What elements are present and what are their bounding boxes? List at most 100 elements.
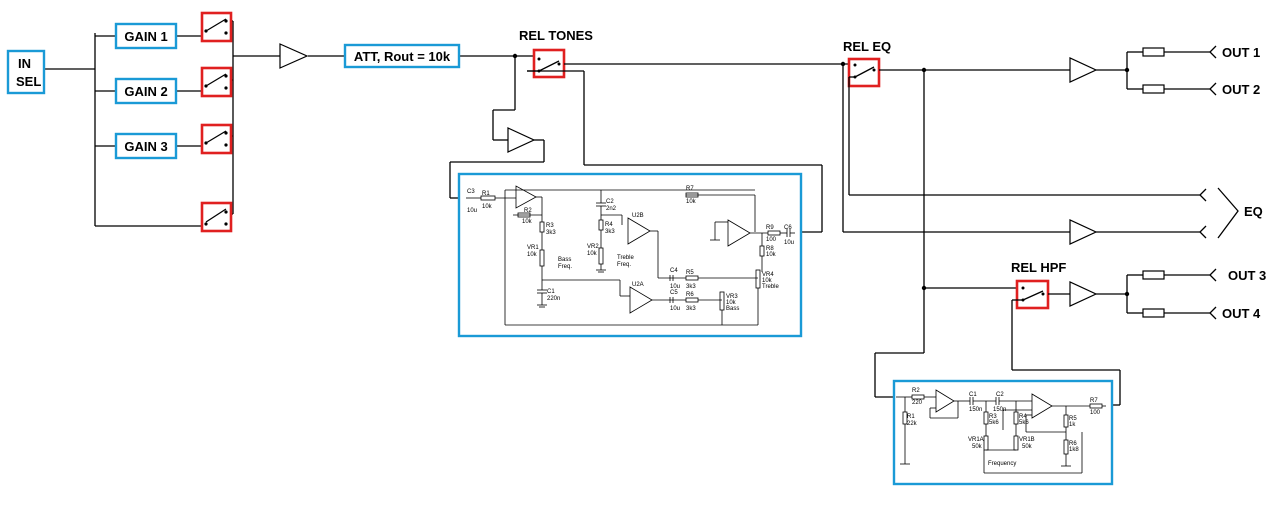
hpf-r2-value: 220 <box>912 400 923 406</box>
input-buffer-amp <box>279 43 309 69</box>
in-sel-block: IN SEL <box>6 49 46 95</box>
tone-c3: C3 <box>467 189 475 195</box>
out2-resistor <box>1142 84 1165 94</box>
tone-c5: C5 <box>670 290 678 296</box>
out12-buffer-amp <box>1069 57 1098 83</box>
hpf-r7: R7 <box>1090 398 1098 404</box>
tone-c4-value: 10u <box>670 284 680 290</box>
tone-vr3: VR3 <box>726 294 738 300</box>
tone-r1-value: 10k <box>482 204 493 210</box>
tone-r3-value: 3k3 <box>546 230 556 236</box>
out4-label: OUT 4 <box>1222 306 1261 321</box>
gain2-block: GAIN 2 <box>114 77 178 105</box>
hpf-c2-value: 150n <box>993 407 1006 413</box>
out2-connector <box>1209 82 1217 96</box>
tone-r6-value: 3k3 <box>686 306 696 312</box>
hpf-vr1b-value: 50k <box>1022 444 1033 450</box>
tone-vr2-value: 10k <box>587 251 598 257</box>
tones-relay <box>532 48 566 79</box>
tone-r7: R7 <box>686 186 694 192</box>
tone-c2-value: 2n2 <box>606 206 617 212</box>
gain1-block: GAIN 1 <box>114 22 178 50</box>
tone-r5-value: 3k3 <box>686 284 696 290</box>
tone-c5-value: 10u <box>670 306 680 312</box>
tone-r2: R2 <box>524 208 532 214</box>
wires-eq <box>842 51 1210 398</box>
hpf-c1: C1 <box>969 392 977 398</box>
hpf-relay <box>1015 279 1050 310</box>
eq-connector <box>1199 187 1239 239</box>
rel-tones-label: REL TONES <box>519 28 593 43</box>
hpf-r6-value: 1k8 <box>1069 447 1079 453</box>
hpf-r3-value: 5k6 <box>989 420 999 426</box>
tone-c2: C2 <box>606 199 614 205</box>
hpf-r1: R1 <box>907 414 915 420</box>
tone-vr2-note-1: Treble <box>617 255 634 261</box>
hpf-r7-value: 100 <box>1090 410 1101 416</box>
tone-r7-value: 10k <box>686 199 697 205</box>
out2-label: OUT 2 <box>1222 82 1260 97</box>
tone-vr1-value: 10k <box>527 252 538 258</box>
eq-relay <box>847 57 881 88</box>
hpf-r6: R6 <box>1069 441 1077 447</box>
out4-resistor <box>1142 308 1165 318</box>
tone-c6: C6 <box>784 225 792 231</box>
gain1-relay <box>200 11 233 43</box>
rel-hpf-label: REL HPF <box>1011 260 1066 275</box>
hpf-r4: R4 <box>1019 414 1027 420</box>
hpf-vr1b: VR1B <box>1019 437 1035 443</box>
tone-r6: R6 <box>686 292 694 298</box>
hpf-r3: R3 <box>989 414 997 420</box>
in-sel-label-1: IN <box>18 56 31 71</box>
hpf-circuit: R2 220 R1 22k C1 150n C2 150n R3 5k6 R4 … <box>892 379 1114 486</box>
tone-vr1-note-1: Bass <box>558 257 571 263</box>
tone-vr2-note-2: Freq. <box>617 262 631 268</box>
tone-circuit: C3 10u R1 10k R2 10k R3 3k3 VR1 10k Bass… <box>457 172 803 338</box>
tone-u2b: U2B <box>632 213 644 219</box>
tone-vr1: VR1 <box>527 245 539 251</box>
tone-r9: R9 <box>766 225 774 231</box>
hpf-vr1a: VR1A <box>968 437 984 443</box>
hpf-c1-value: 150n <box>969 407 982 413</box>
hpf-r5-value: 1k <box>1069 422 1076 428</box>
eq-output-label: EQ <box>1244 204 1263 219</box>
tone-vr3-note: Bass <box>726 306 739 312</box>
wires-tones <box>449 56 849 233</box>
eq-send-buffer-amp <box>1069 219 1098 245</box>
tone-c3-value: 10u <box>467 208 477 214</box>
bypass-relay <box>200 201 233 233</box>
in-sel-label-2: SEL <box>16 74 41 89</box>
out34-buffer-amp <box>1069 281 1098 307</box>
tone-vr4-value: 10k <box>762 278 773 284</box>
hpf-vr1a-value: 50k <box>972 444 983 450</box>
gain3-relay <box>200 123 233 155</box>
tones-buffer-amp <box>507 127 536 153</box>
tone-r2-value: 10k <box>522 219 533 225</box>
tone-r1: R1 <box>482 191 490 197</box>
gain2-relay <box>200 66 233 98</box>
gain2-label: GAIN 2 <box>124 84 167 99</box>
tone-r8: R8 <box>766 246 774 252</box>
tone-u2a: U2A <box>632 282 644 288</box>
gain1-label: GAIN 1 <box>124 29 167 44</box>
hpf-r1-value: 22k <box>907 421 918 427</box>
hpf-r5: R5 <box>1069 416 1077 422</box>
out3-label: OUT 3 <box>1228 268 1266 283</box>
tone-c1-value: 220n <box>547 296 560 302</box>
out1-connector <box>1209 45 1217 59</box>
hpf-r4-value: 5k6 <box>1019 420 1029 426</box>
out4-connector <box>1209 306 1217 320</box>
hpf-r2: R2 <box>912 388 920 394</box>
tone-r3: R3 <box>546 223 554 229</box>
att-block: ATT, Rout = 10k <box>343 43 461 69</box>
tone-vr2: VR2 <box>587 244 599 250</box>
tone-c4: C4 <box>670 268 678 274</box>
tone-vr4-note: Treble <box>762 284 779 290</box>
tone-r8-value: 10k <box>766 252 777 258</box>
tone-r9-value: 100 <box>766 237 777 243</box>
tone-c1: C1 <box>547 289 555 295</box>
rel-eq-label: REL EQ <box>843 39 891 54</box>
tone-r5: R5 <box>686 270 694 276</box>
out3-connector <box>1209 268 1217 282</box>
